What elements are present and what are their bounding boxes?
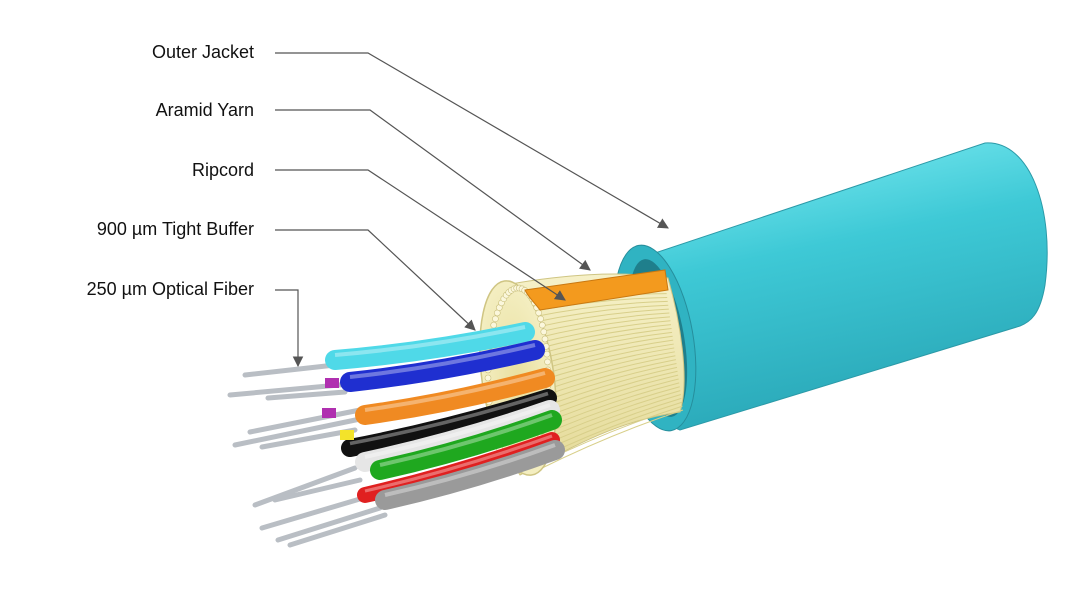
optical-fiber-strand — [247, 407, 363, 435]
leader-tight-buffer — [275, 229, 476, 331]
buffer-highlight — [364, 434, 553, 493]
tight-buffers — [227, 322, 565, 548]
yarn-strand — [532, 316, 670, 340]
optical-fiber-strand — [232, 415, 368, 448]
fiber-coating — [325, 378, 339, 388]
buffer-highlight — [379, 413, 553, 467]
leader-outer-jacket — [275, 52, 669, 229]
fiber-coating — [322, 408, 336, 418]
yarn-fiber-dot — [535, 309, 543, 317]
yarn-fiber-dot — [540, 328, 548, 336]
tight-buffer-tube — [355, 368, 555, 425]
jacket-body — [633, 142, 1048, 431]
yarn-fiber-dot — [538, 321, 546, 329]
leader-optical-fiber — [275, 289, 304, 368]
leader-aramid-yarn — [275, 109, 591, 271]
tight-buffer-tube — [370, 410, 562, 480]
fiber-coating — [340, 430, 354, 440]
label-outer-jacket: Outer Jacket — [151, 42, 254, 62]
optical-fiber-strand — [275, 505, 383, 543]
buffer-highlight — [334, 325, 526, 357]
buffer-highlight — [364, 371, 546, 412]
yarn-fiber-dot — [492, 315, 499, 323]
tight-buffer-tube — [325, 322, 535, 370]
leader-lines — [275, 52, 669, 368]
optical-fiber-strand — [259, 427, 358, 450]
yarn-fiber-dot — [537, 315, 544, 323]
buffer-highlight — [364, 403, 551, 459]
yarn-strand — [531, 312, 670, 335]
tight-buffer-tube — [340, 340, 545, 392]
yarn-fiber-dot — [541, 335, 549, 343]
leader-ripcord — [275, 169, 566, 301]
tight-buffer-tube — [375, 440, 565, 510]
buffer-highlight — [384, 443, 556, 497]
optical-fiber-strand — [259, 493, 373, 531]
yarn-fiber-dot — [484, 374, 492, 382]
optical-fiber-strand — [287, 512, 388, 548]
yarn-strand — [537, 409, 684, 471]
label-tight-buffer: 900 µm Tight Buffer — [96, 219, 254, 239]
optical-fiber-strand — [252, 465, 358, 508]
yarn-strand — [531, 308, 669, 329]
label-optical-fiber: 250 µm Optical Fiber — [86, 279, 254, 299]
optical-fiber-strand — [272, 477, 363, 503]
buffer-highlight — [349, 343, 536, 379]
yarn-strand — [531, 304, 669, 324]
yarn-strand — [531, 300, 668, 318]
optical-fiber-strand — [242, 362, 338, 378]
yarn-fiber-dot — [543, 350, 551, 358]
buffer-highlight — [349, 391, 549, 446]
tight-buffer-tube — [355, 400, 560, 472]
yarn-fiber-dot — [490, 321, 498, 329]
label-aramid-yarn: Aramid Yarn — [155, 100, 254, 120]
optical-fiber-strand — [265, 389, 348, 401]
label-ripcord: Ripcord — [191, 160, 254, 180]
yarn-fiber-dot — [544, 358, 551, 366]
tight-buffer-tube — [341, 389, 557, 457]
